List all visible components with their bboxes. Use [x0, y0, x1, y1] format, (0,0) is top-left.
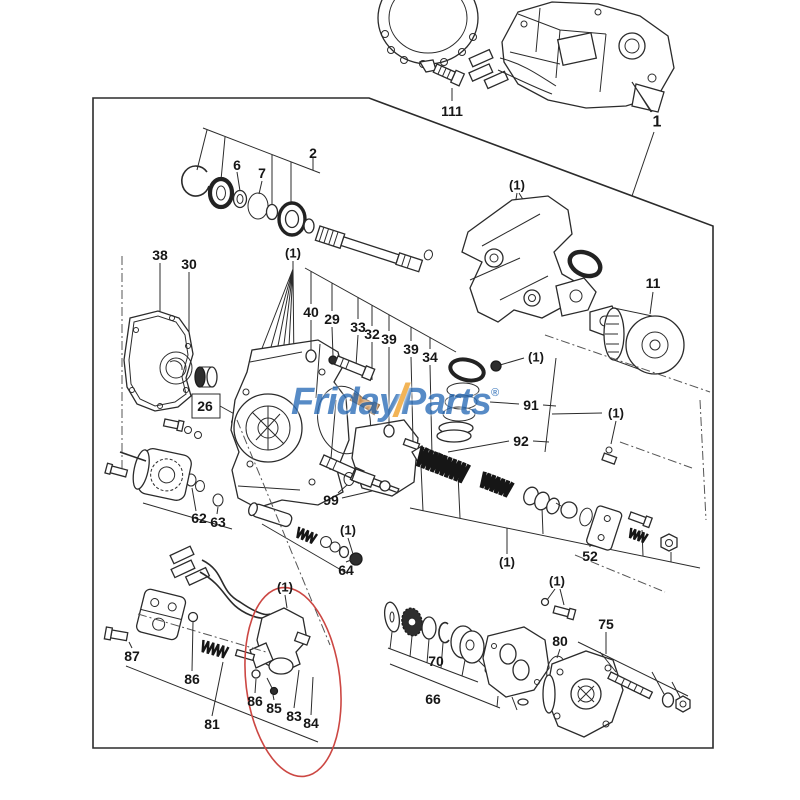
part-label-86: 86	[247, 693, 263, 709]
part-label-1: (1)	[608, 406, 624, 421]
check-valve-87-86-81	[104, 588, 318, 742]
part-label-30: 30	[181, 256, 197, 272]
part-label-1: (1)	[528, 350, 544, 365]
part-label-87: 87	[124, 648, 140, 664]
red-highlight-ellipse	[235, 582, 351, 782]
plug-26-group	[163, 394, 238, 439]
part-label-70: 70	[428, 653, 444, 669]
part-label-86: 86	[184, 671, 200, 687]
part-label-81: 81	[204, 716, 220, 732]
part-label-1: (1)	[499, 555, 515, 570]
part-label-84: 84	[303, 715, 319, 731]
part-label-6: 6	[233, 157, 241, 173]
spool-row-64	[247, 502, 362, 574]
cylinder-block-11	[604, 292, 684, 374]
part-label-29: 29	[324, 311, 340, 327]
part-label-75: 75	[598, 616, 614, 632]
highlighted-orange-bolt	[350, 392, 380, 415]
part-label-39: 39	[381, 331, 397, 347]
stud-75-group	[578, 632, 690, 712]
part-label-64: 64	[338, 562, 354, 578]
part-label-1: (1)	[277, 580, 293, 595]
part-label-40: 40	[303, 304, 319, 320]
part-label-111: 111	[441, 103, 463, 119]
part-label-1: (1)	[509, 178, 525, 193]
part-label-1: (1)	[340, 523, 356, 538]
part-label-91: 91	[523, 397, 539, 413]
cover-plate-38	[122, 256, 217, 472]
part-label-52: 52	[582, 548, 598, 564]
part-label-1: (1)	[285, 246, 301, 261]
port-block-80-housing	[483, 589, 623, 737]
part-label-83: 83	[286, 708, 302, 724]
part-label-85: 85	[266, 700, 282, 716]
part-label-33: 33	[350, 319, 366, 335]
disc-stack-70-66	[383, 601, 500, 708]
part-label-11: 11	[646, 275, 661, 291]
part-label-1: (1)	[549, 574, 565, 589]
part-label-39: 39	[403, 341, 419, 357]
part-label-1: 1	[653, 114, 662, 131]
mounting-flange-cover	[378, 0, 478, 72]
central-pump-housing	[231, 261, 418, 508]
regulator-assembly	[462, 193, 620, 336]
wire-harness-solenoid	[166, 544, 310, 694]
sensor-99	[338, 469, 400, 498]
axis-lines	[237, 335, 710, 645]
gear-pump-62-63	[105, 446, 232, 529]
bolt-111	[433, 62, 465, 101]
part-label-38: 38	[152, 247, 168, 263]
pump-assembly-drawing	[464, 2, 674, 196]
part-label-62: 62	[191, 510, 207, 526]
main-parts-box	[93, 98, 713, 748]
part-label-7: 7	[258, 165, 266, 181]
part-label-66: 66	[425, 691, 441, 707]
part-label-32: 32	[364, 326, 380, 342]
relief-valve-row-52	[410, 446, 700, 568]
part-label-2: 2	[309, 145, 317, 161]
part-label-99: 99	[323, 492, 339, 508]
part-label-63: 63	[210, 514, 226, 530]
label-1-leaders	[632, 82, 651, 112]
part-label-92: 92	[513, 433, 529, 449]
part-label-26: 26	[197, 398, 213, 414]
part-label-34: 34	[422, 349, 438, 365]
shaft-seal-bearing-group	[182, 128, 434, 276]
part-label-80: 80	[552, 633, 568, 649]
